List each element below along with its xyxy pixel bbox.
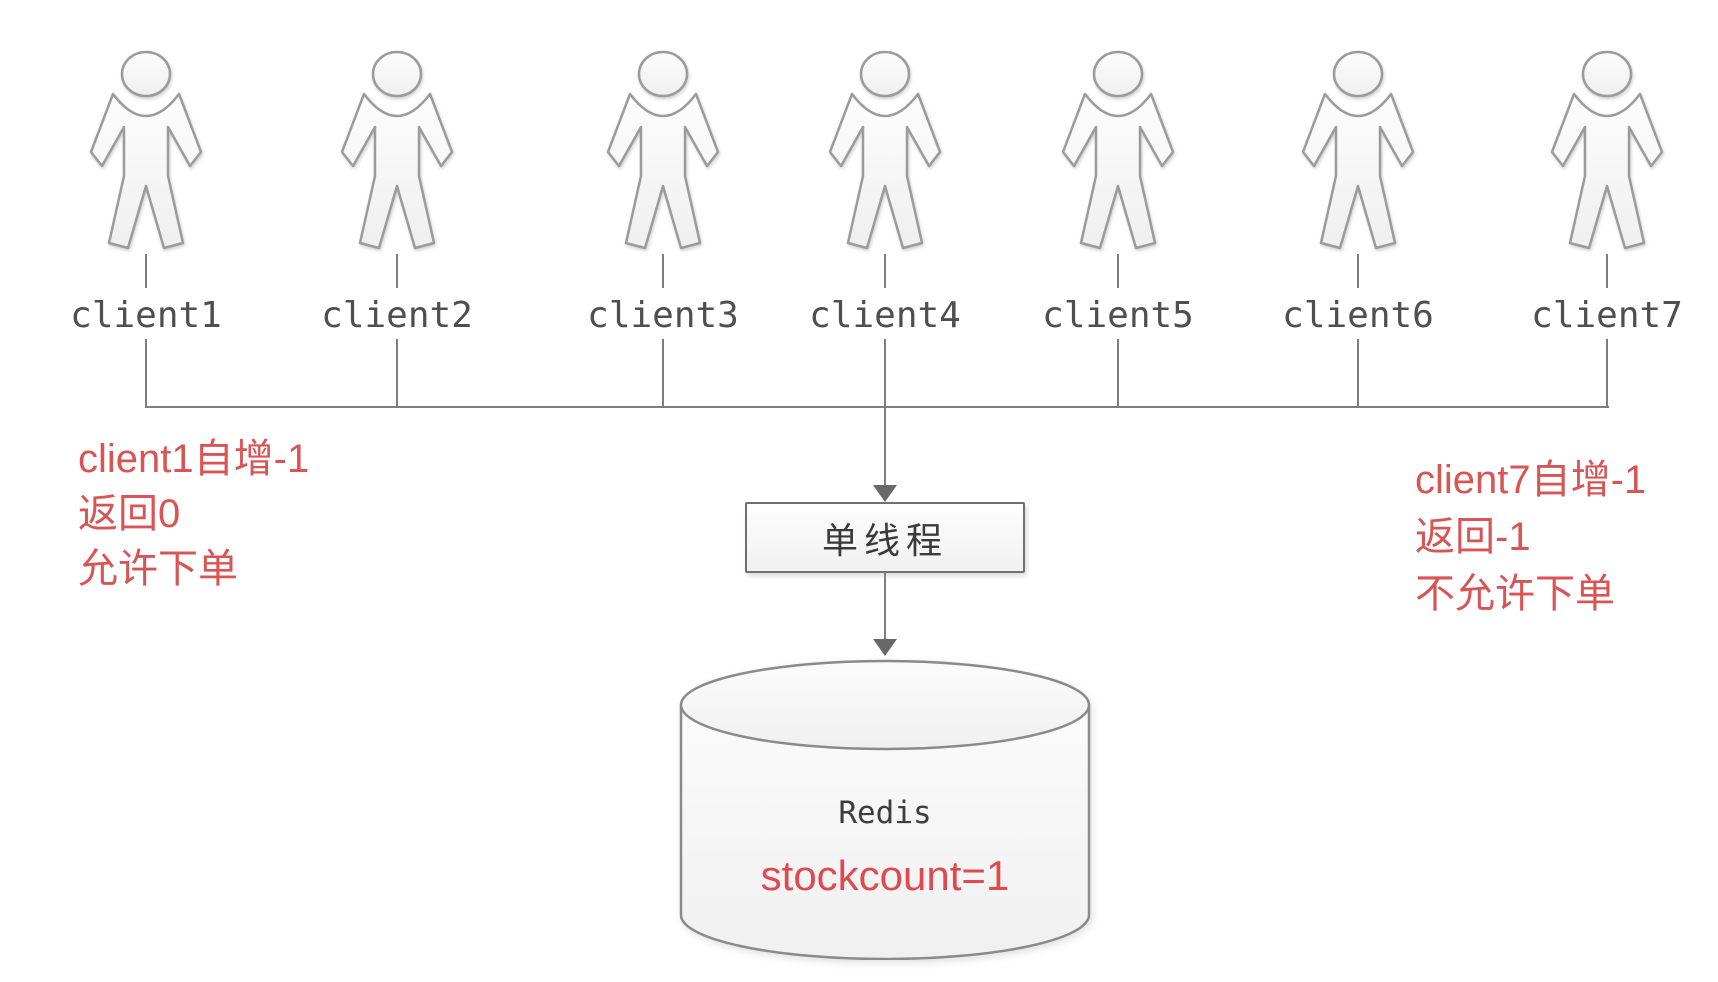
- person-icon: [1550, 50, 1664, 250]
- client-label: client5: [1042, 295, 1194, 336]
- client-label: client2: [321, 295, 473, 336]
- database-cylinder-icon: [679, 659, 1091, 960]
- person-icon: [89, 50, 203, 250]
- annotation-line: 返回0: [78, 492, 181, 536]
- client-tick-line: [145, 254, 147, 288]
- annotation-left: client1自增-1 返回0 允许下单: [78, 432, 309, 597]
- client-connector-line: [1357, 339, 1359, 408]
- database-name: Redis: [838, 795, 932, 831]
- bus-line: [146, 406, 1609, 408]
- client-node: client6: [1258, 0, 1458, 410]
- client-tick-line: [884, 254, 886, 288]
- bus-to-thread-line: [884, 407, 886, 486]
- annotation-line: 不允许下单: [1415, 572, 1615, 616]
- client-node: client5: [1018, 0, 1218, 410]
- client-connector-line: [662, 339, 664, 408]
- client-tick-line: [396, 254, 398, 288]
- client-node: client3: [563, 0, 763, 410]
- person-icon: [828, 50, 942, 250]
- client-connector-line: [396, 339, 398, 408]
- client-node: client4: [785, 0, 985, 410]
- person-icon: [1301, 50, 1415, 250]
- annotation-line: 允许下单: [78, 547, 238, 591]
- arrow-down-icon: [873, 485, 897, 502]
- client-label: client7: [1531, 295, 1683, 336]
- database-stock-value: stockcount=1: [760, 852, 1010, 899]
- client-label: client3: [587, 295, 739, 336]
- client-connector-line: [884, 339, 886, 408]
- single-thread-box: 单线程: [745, 502, 1025, 573]
- client-connector-line: [145, 339, 147, 408]
- arrow-down-icon: [873, 639, 897, 656]
- client-connector-line: [1117, 339, 1119, 408]
- client-label: client1: [70, 295, 222, 336]
- client-tick-line: [1357, 254, 1359, 288]
- annotation-right: client7自增-1 返回-1 不允许下单: [1415, 452, 1646, 623]
- client-tick-line: [1117, 254, 1119, 288]
- client-node: client2: [297, 0, 497, 410]
- single-thread-label: 单线程: [821, 519, 948, 561]
- annotation-line: 返回-1: [1415, 515, 1531, 559]
- annotation-line: client1自增-1: [78, 437, 310, 481]
- person-icon: [606, 50, 720, 250]
- client-tick-line: [1606, 254, 1608, 288]
- client-node: client7: [1507, 0, 1707, 410]
- client-label: client6: [1282, 295, 1434, 336]
- client-node: client1: [46, 0, 246, 410]
- client-tick-line: [662, 254, 664, 288]
- person-icon: [1061, 50, 1175, 250]
- annotation-line: client7自增-1: [1415, 458, 1647, 502]
- client-label: client4: [809, 295, 961, 336]
- client-connector-line: [1606, 339, 1608, 408]
- person-icon: [340, 50, 454, 250]
- thread-to-redis-line: [884, 572, 886, 640]
